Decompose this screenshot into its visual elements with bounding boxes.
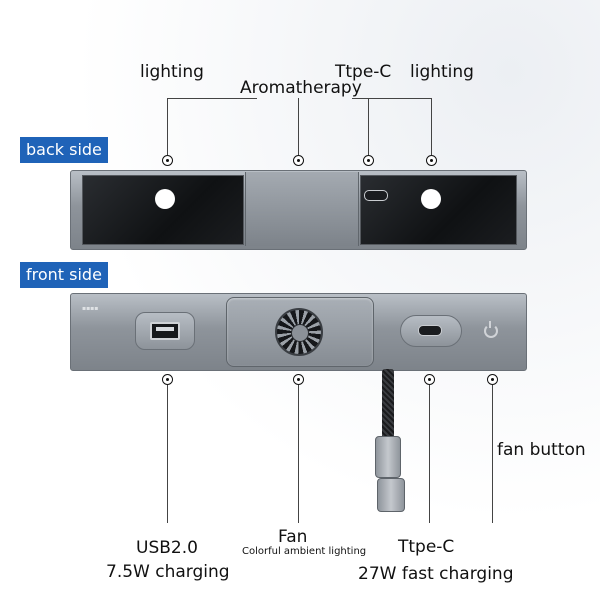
callout-dot [293, 374, 304, 385]
front-side-tag: front side [20, 262, 108, 288]
label-typec-front: Ttpe-C [398, 537, 455, 557]
leader-line [431, 98, 432, 155]
usb-c-port-icon [418, 325, 442, 336]
usb-c-port-icon [364, 190, 388, 201]
leader-line [167, 385, 168, 523]
back-side-tag: back side [20, 137, 108, 163]
label-fan: Fan [278, 527, 308, 547]
callout-dot [363, 155, 374, 166]
label-fan-button: fan button [497, 440, 586, 460]
label-usb-line2: 7.5W charging [106, 562, 230, 582]
callout-dot [293, 155, 304, 166]
leader-line [298, 98, 299, 155]
leader-line [167, 98, 257, 99]
lighting-window [155, 189, 175, 209]
cable [382, 369, 394, 439]
connector-plug [375, 436, 401, 478]
label-fan-sub: Colorful ambient lighting [242, 546, 367, 557]
leader-line [352, 98, 432, 99]
label-aromatherapy: Aromatherapy [240, 78, 362, 98]
usb-c-plug [377, 478, 405, 512]
label-usb-line1: USB2.0 [136, 538, 198, 558]
leader-line [298, 385, 299, 523]
power-icon[interactable] [484, 321, 498, 338]
callout-dot [162, 374, 173, 385]
fan-icon [275, 308, 323, 356]
back-right-panel [360, 175, 517, 245]
lighting-window [421, 189, 441, 209]
leader-line [492, 385, 493, 523]
usb-a-housing [135, 312, 195, 350]
label-typec-sub: 27W fast charging [358, 564, 514, 584]
fan-housing [226, 297, 374, 367]
callout-dot [162, 155, 173, 166]
callout-dot [424, 374, 435, 385]
leader-line [368, 98, 369, 155]
brand-mark: ▪▪▪▪ [82, 305, 99, 312]
callout-dot [426, 155, 437, 166]
usb-c-housing [400, 315, 462, 347]
callout-dot [487, 374, 498, 385]
back-left-panel [82, 175, 244, 245]
label-lighting-right: lighting [410, 62, 474, 82]
leader-line [429, 385, 430, 523]
leader-line [167, 98, 168, 155]
label-type-c-back: Ttpe-C [335, 62, 392, 82]
usb-a-port-icon [150, 322, 180, 340]
label-lighting-left: lighting [140, 62, 204, 82]
aromatherapy-module [245, 172, 359, 246]
